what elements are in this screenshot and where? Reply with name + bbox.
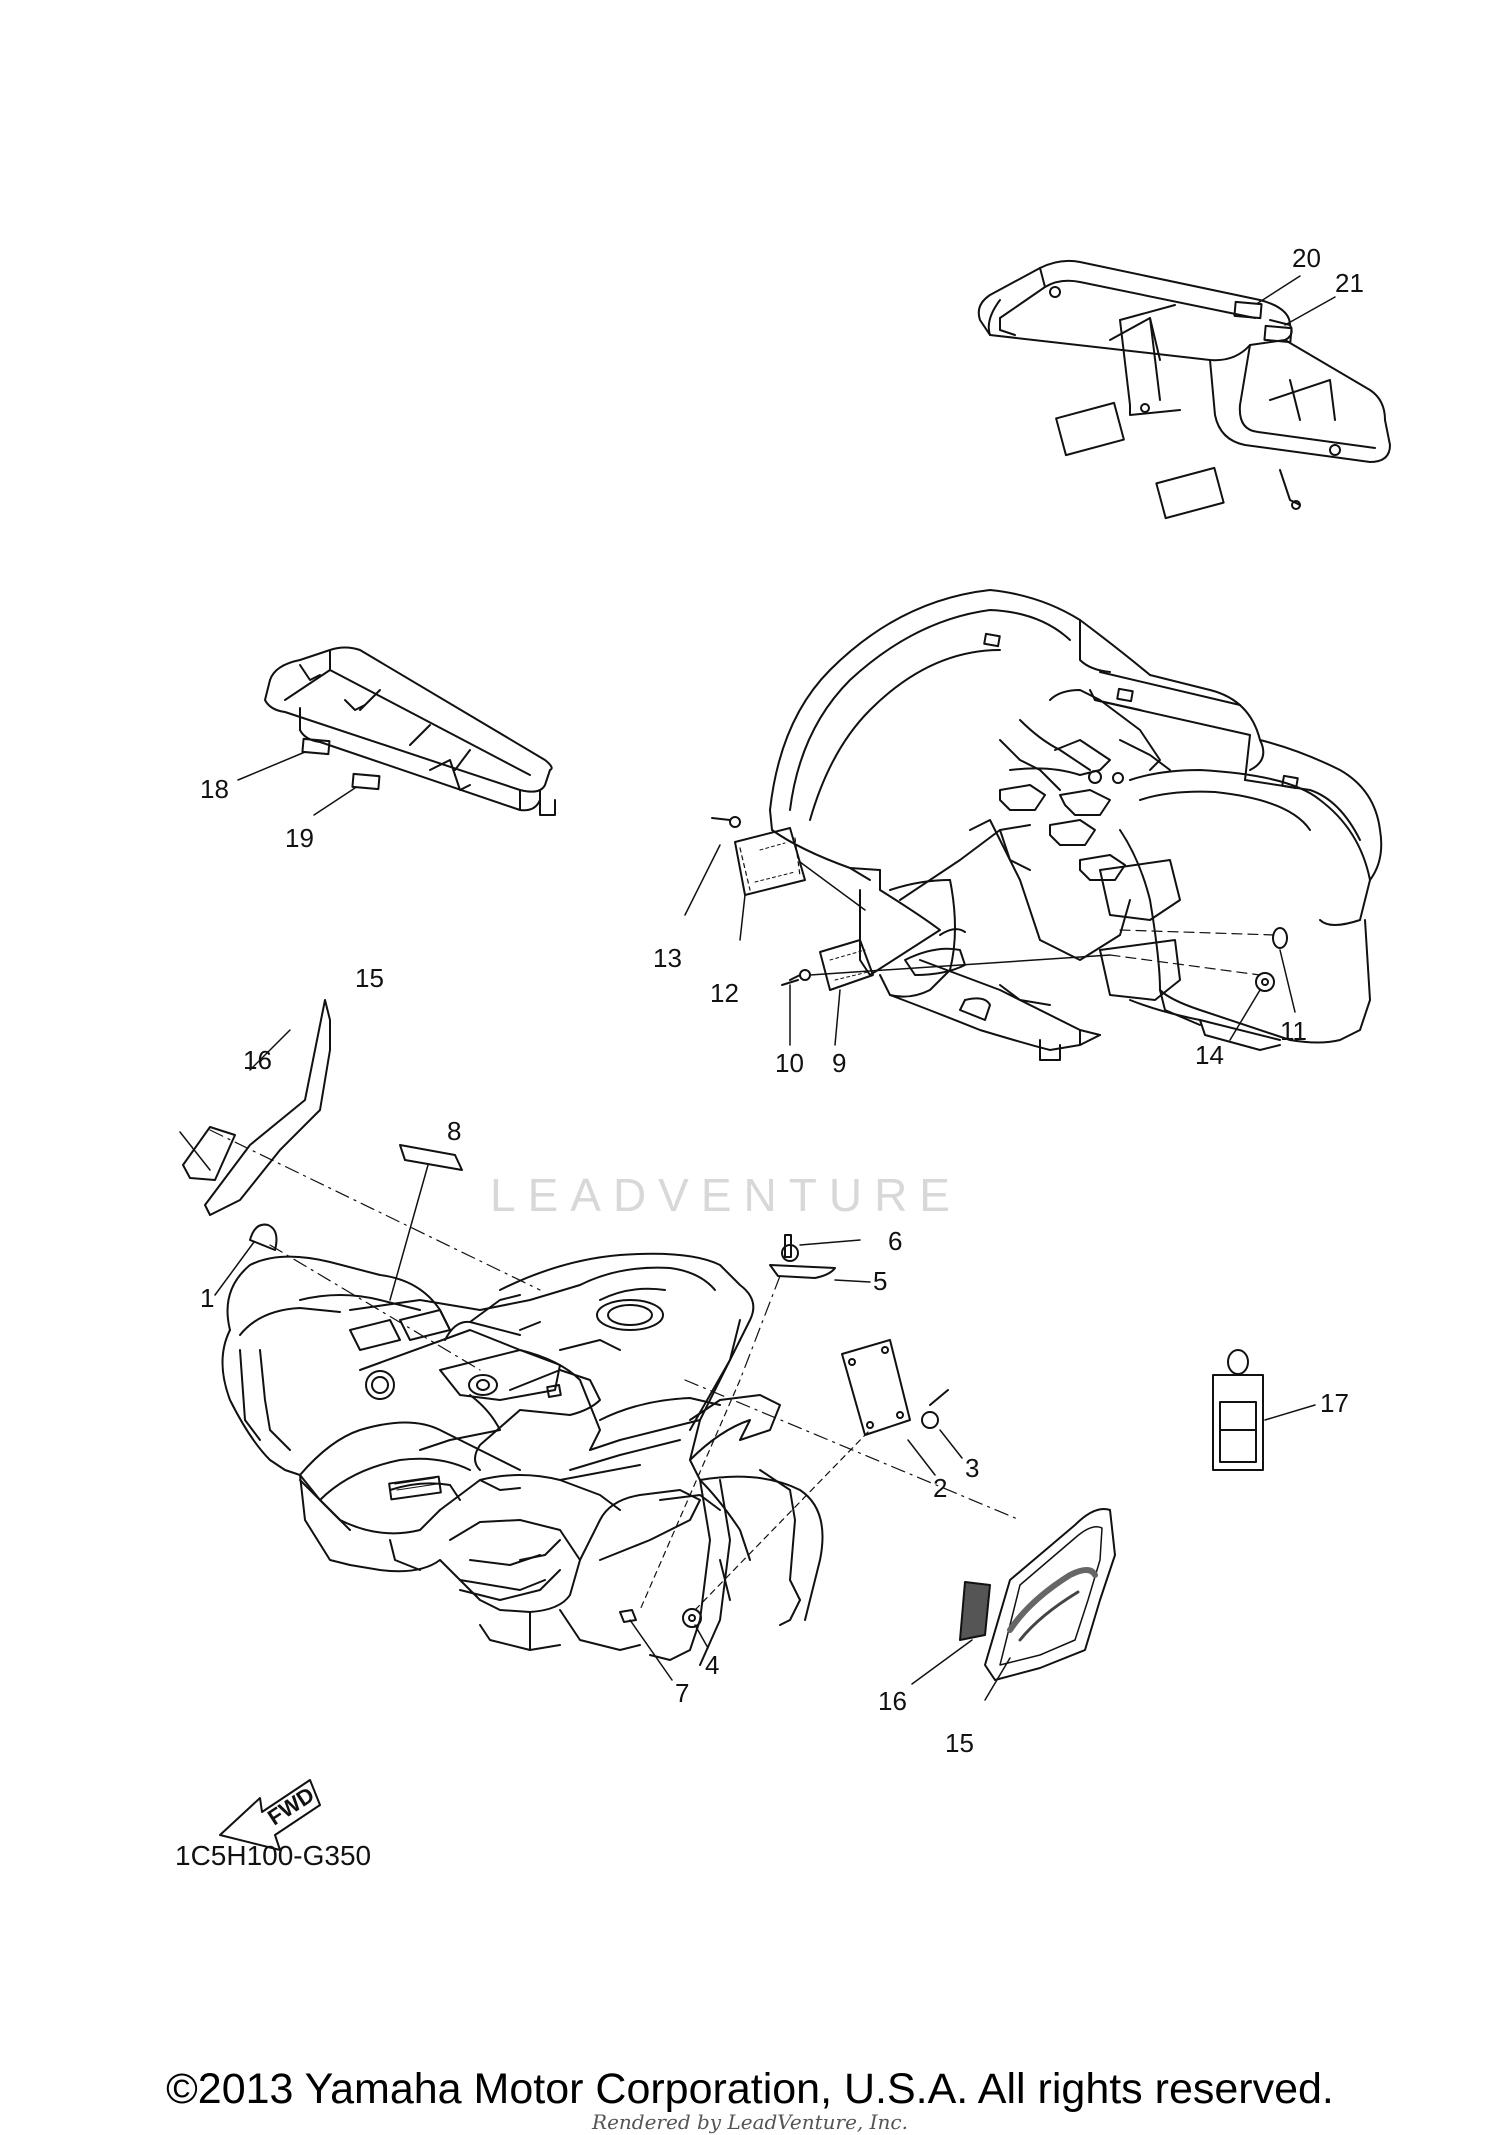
fwd-arrow [219, 1779, 321, 1851]
rendered-by-note: Rendered by LeadVenture, Inc. [592, 2110, 908, 2134]
watermark: LEADVENTURE [490, 1169, 962, 1221]
callout-18: 18 [200, 774, 229, 804]
callout-4: 4 [705, 1650, 720, 1680]
callout-5: 5 [873, 1266, 888, 1296]
callout-10: 10 [775, 1048, 804, 1078]
callout-1: 1 [200, 1283, 215, 1313]
copyright-notice: ©2013 Yamaha Motor Corporation, U.S.A. A… [166, 2065, 1334, 2113]
callout-16-lower: 16 [878, 1686, 907, 1716]
callout-6: 6 [888, 1226, 903, 1256]
callout-11: 11 [1280, 1016, 1307, 1046]
callout-17: 17 [1320, 1388, 1349, 1418]
yamaha-emblem [959, 1581, 991, 1641]
front-carrier-rack [264, 646, 556, 816]
callout-9: 9 [832, 1048, 847, 1078]
grizzly-emblem [984, 1508, 1116, 1681]
callout-20: 20 [1292, 243, 1321, 273]
labels-18-19 [237, 737, 381, 816]
rear-fender [769, 589, 1383, 1061]
callout-15-upper: 15 [355, 963, 384, 993]
callout-15-lower: 15 [945, 1728, 974, 1758]
callout-7: 7 [675, 1678, 690, 1708]
rear-labels-and-fasteners [684, 816, 1296, 1046]
drawing-code: 1C5H100-G350 [175, 1840, 372, 1871]
front-labels-and-fasteners [179, 999, 1021, 1701]
labels-20-21 [1233, 275, 1336, 344]
caution-tag [1212, 1349, 1316, 1471]
callout-14: 14 [1195, 1040, 1224, 1070]
callout-2: 2 [933, 1473, 948, 1503]
rear-carrier-rack [977, 259, 1391, 520]
callout-21: 21 [1335, 268, 1364, 298]
callout-13: 13 [653, 943, 682, 973]
callout-19: 19 [285, 823, 314, 853]
callout-8: 8 [447, 1116, 462, 1146]
front-fender [221, 1252, 824, 1666]
callout-3: 3 [965, 1453, 980, 1483]
callout-16-upper: 16 [243, 1045, 272, 1075]
callout-12: 12 [710, 978, 739, 1008]
